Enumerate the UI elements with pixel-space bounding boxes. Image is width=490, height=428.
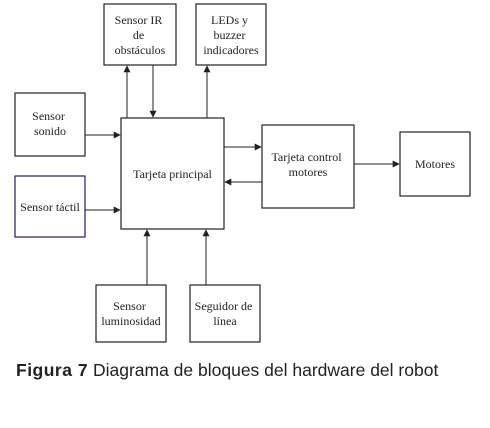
motor-board-line-1: Tarjeta control [271,150,342,164]
line-follower-label: Seguidor de línea [195,299,256,328]
block-ir-sensor: Sensor IR de obstáculos [103,3,177,66]
block-motor-board: Tarjeta control motores [261,124,355,209]
figure-caption: Figura 7 Diagrama de bloques del hardwar… [16,357,474,384]
line-follower-line-2: línea [213,314,237,328]
ir-sensor-line-1: Sensor IR [115,13,163,27]
leds-buzzer-line-3: indicadores [203,43,259,57]
ir-sensor-line-2: de [133,28,144,42]
sound-sensor-line-1: Sensor [32,109,65,123]
leds-buzzer-line-2: buzzer [214,28,246,42]
block-light-sensor: Sensor luminosidad [95,284,167,343]
figure-caption-text: Diagrama de bloques del hardware del rob… [92,360,439,380]
block-motors: Motores [399,131,471,197]
ir-sensor-line-3: obstáculos [115,43,166,57]
motors-label: Motores [415,157,455,171]
ir-sensor-label: Sensor IR de obstáculos [115,13,166,57]
leds-buzzer-line-1: LEDs y [211,13,248,27]
touch-sensor-label: Sensor táctil [20,200,80,214]
block-line-follower: Seguidor de línea [189,284,261,343]
block-touch-sensor: Sensor táctil [14,175,86,238]
motor-board-label: Tarjeta control motores [271,150,344,179]
touch-sensor-line-1: Sensor táctil [20,200,80,214]
light-sensor-line-2: luminosidad [101,314,160,328]
block-leds-buzzer: LEDs y buzzer indicadores [195,3,267,66]
line-follower-line-1: Seguidor de [195,299,253,313]
main-board-label: Tarjeta principal [133,167,212,181]
block-diagram: Tarjeta principal Sensor IR de obstáculo… [14,3,471,343]
light-sensor-line-1: Sensor [113,299,146,313]
block-sound-sensor: Sensor sonido [14,92,86,157]
main-board-line-1: Tarjeta principal [133,167,212,181]
motor-board-line-2: motores [289,165,328,179]
sound-sensor-label: Sensor sonido [32,109,68,138]
leds-buzzer-label: LEDs y buzzer indicadores [203,13,259,57]
figure-caption-label: Figura 7 [16,360,89,380]
light-sensor-label: Sensor luminosidad [101,299,160,328]
sound-sensor-line-2: sonido [34,124,66,138]
motors-line-1: Motores [415,157,455,171]
block-main-board: Tarjeta principal [120,117,225,230]
